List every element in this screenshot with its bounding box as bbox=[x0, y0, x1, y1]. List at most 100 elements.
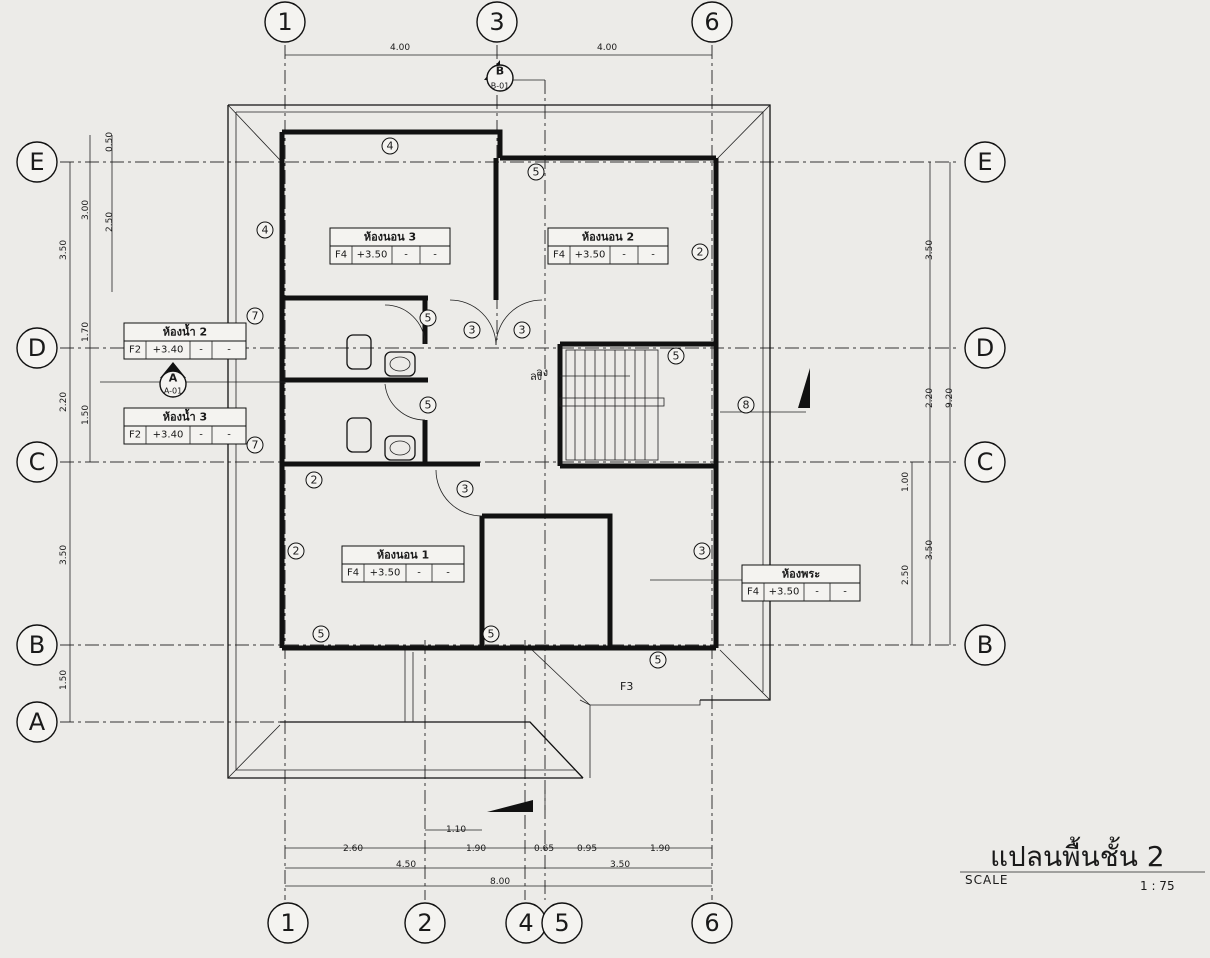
dim-bottom-4: 0.95 bbox=[577, 844, 597, 854]
dim-right-5: 1.00 bbox=[901, 472, 911, 492]
room-level: +3.50 bbox=[357, 250, 388, 261]
tag-5-bed1-bottom: 5 bbox=[318, 628, 325, 641]
drawing-title: แปลนพื้นชั้น 2 bbox=[990, 836, 1165, 873]
room-level: +3.40 bbox=[153, 345, 184, 356]
dim-bottom-1: 2.60 bbox=[343, 844, 363, 854]
dim-bottom-3: 0.65 bbox=[534, 844, 554, 854]
tag-5-bath2: 5 bbox=[425, 312, 432, 325]
grid-label-bottom-4: 4 bbox=[518, 909, 533, 937]
room-col3: - bbox=[199, 345, 203, 356]
dim-top-1: 4.00 bbox=[390, 43, 410, 53]
stair-direction-label: ลง bbox=[530, 370, 542, 383]
dim-left-inner-4: 1.70 bbox=[81, 322, 91, 342]
grid-label-left-E: E bbox=[29, 148, 44, 176]
room-code: F2 bbox=[129, 345, 141, 356]
tag-5-hall-bottom: 5 bbox=[488, 628, 495, 641]
staircase: ลง bbox=[536, 349, 665, 461]
tag-3-hall-right: 3 bbox=[519, 324, 526, 337]
dimension-lines bbox=[69, 54, 951, 887]
room-name: ห้องน้ำ 2 bbox=[163, 324, 207, 339]
room-col3: - bbox=[417, 568, 421, 579]
grid-bubbles-left: E D C B A bbox=[16, 141, 58, 743]
dim-left-outer-1: 3.50 bbox=[59, 240, 69, 260]
roof-label: F3 bbox=[620, 680, 633, 693]
grid-label-top-1: 1 bbox=[277, 8, 292, 36]
tag-7-bath3: 7 bbox=[252, 439, 259, 452]
scale-value: 1 : 75 bbox=[1140, 879, 1175, 893]
room-code: F4 bbox=[553, 250, 565, 261]
room-name: ห้องนอน 3 bbox=[364, 231, 416, 244]
room-col4: - bbox=[446, 568, 450, 579]
title-block: แปลนพื้นชั้น 2 SCALE 1 : 75 bbox=[960, 836, 1205, 893]
opening-tags: 4 4 5 2 7 5 3 3 5 5 7 8 2 3 2 3 5 5 5 bbox=[246, 137, 755, 669]
dim-right-6: 2.50 bbox=[901, 565, 911, 585]
scale-label: SCALE bbox=[965, 873, 1008, 887]
tag-2-bed1-left: 2 bbox=[293, 545, 300, 558]
tag-3-hall-left: 3 bbox=[469, 324, 476, 337]
room-label-bathroom-3: ห้องน้ำ 3 F2 +3.40 - - bbox=[123, 407, 247, 445]
walls bbox=[279, 129, 719, 651]
dim-left-inner-2: 3.00 bbox=[81, 200, 91, 220]
room-code: F4 bbox=[747, 587, 759, 598]
grid-label-left-C: C bbox=[29, 448, 46, 476]
dim-right-4: 9.20 bbox=[945, 388, 955, 408]
tag-3-bed1: 3 bbox=[462, 483, 469, 496]
room-label-shrine-room: ห้องพระ F4 +3.50 - - bbox=[650, 564, 861, 602]
grid-label-bottom-1: 1 bbox=[280, 909, 295, 937]
dim-left-inner-3: 2.50 bbox=[105, 212, 115, 232]
room-col3: - bbox=[199, 430, 203, 441]
dim-left-outer-2: 2.20 bbox=[59, 392, 69, 412]
tag-8-stair: 8 bbox=[743, 399, 750, 412]
grid-bubbles-top: 1 3 6 bbox=[264, 1, 733, 43]
dim-bottom-7: 3.50 bbox=[610, 860, 630, 870]
grid-label-right-B: B bbox=[977, 631, 993, 659]
tag-5-bed2: 5 bbox=[533, 166, 540, 179]
room-col3: - bbox=[404, 250, 408, 261]
section-b-ref: B-01 bbox=[491, 82, 510, 91]
room-col4: - bbox=[433, 250, 437, 261]
bathroom-fixtures bbox=[346, 334, 416, 461]
room-col4: - bbox=[227, 430, 231, 441]
roof-outline bbox=[227, 104, 771, 779]
grid-label-left-A: A bbox=[29, 708, 46, 736]
tag-7-bath2: 7 bbox=[252, 310, 259, 323]
room-name: ห้องน้ำ 3 bbox=[163, 409, 207, 424]
grid-axis-lines bbox=[60, 45, 960, 900]
grid-label-bottom-6: 6 bbox=[704, 909, 719, 937]
tag-4-top: 4 bbox=[387, 140, 394, 153]
room-code: F4 bbox=[347, 568, 359, 579]
section-a-ref: A-01 bbox=[164, 387, 182, 396]
room-col3: - bbox=[622, 250, 626, 261]
room-label-bedroom-2: ห้องนอน 2 F4 +3.50 - - bbox=[547, 227, 669, 265]
room-name: ห้องนอน 1 bbox=[377, 549, 429, 562]
pointer-arrows bbox=[487, 368, 810, 812]
grid-bubbles-right: E D C B bbox=[964, 141, 1006, 666]
dim-left-outer-3: 3.50 bbox=[59, 545, 69, 565]
grid-label-right-C: C bbox=[977, 448, 994, 476]
section-a-letter: A bbox=[169, 372, 178, 385]
tag-4-left: 4 bbox=[262, 224, 269, 237]
room-code: F4 bbox=[335, 250, 347, 261]
tag-5-bath3: 5 bbox=[425, 399, 432, 412]
grid-label-top-3: 3 bbox=[489, 8, 504, 36]
room-name: ห้องนอน 2 bbox=[582, 231, 634, 244]
door-swings bbox=[384, 299, 543, 517]
grid-bubbles-bottom: 1 2 4 5 6 bbox=[267, 902, 733, 944]
dim-bottom-6: 4.50 bbox=[396, 860, 416, 870]
dim-left-outer-4: 1.50 bbox=[59, 670, 69, 690]
section-b-letter: B bbox=[496, 65, 504, 78]
section-marker-a: A A-01 bbox=[100, 362, 285, 398]
dim-small: 1.10 bbox=[446, 825, 466, 835]
room-level: +3.50 bbox=[769, 587, 800, 598]
grid-label-right-D: D bbox=[976, 334, 994, 362]
dim-bottom-5: 1.90 bbox=[650, 844, 670, 854]
dim-right-1: 3.50 bbox=[925, 240, 935, 260]
room-level: +3.50 bbox=[370, 568, 401, 579]
dim-bottom-8: 8.00 bbox=[490, 877, 510, 887]
section-marker-b: B B-01 bbox=[484, 60, 545, 92]
room-col4: - bbox=[227, 345, 231, 356]
svg-text:ลง: ลง bbox=[536, 366, 548, 379]
grid-label-right-E: E bbox=[977, 148, 992, 176]
